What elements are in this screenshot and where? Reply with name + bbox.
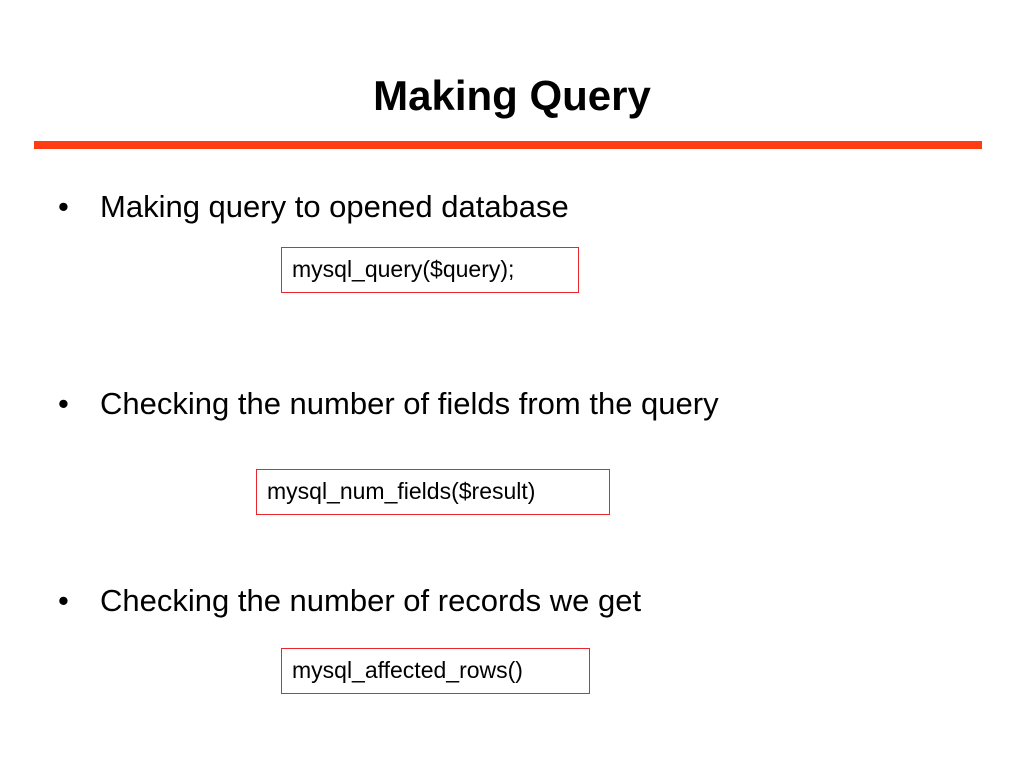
- bullet-text: Checking the number of records we get: [100, 583, 642, 618]
- bullet-item: • Checking the number of fields from the …: [58, 386, 719, 422]
- bullet-icon: •: [58, 386, 69, 421]
- bullet-item: • Checking the number of records we get: [58, 583, 641, 619]
- bullet-item: • Making query to opened database: [58, 189, 569, 225]
- code-box: mysql_affected_rows(): [281, 648, 590, 694]
- bullet-icon: •: [58, 583, 69, 618]
- bullet-text: Checking the number of fields from the q…: [100, 386, 719, 421]
- slide-title: Making Query: [373, 72, 651, 119]
- code-box: mysql_num_fields($result): [256, 469, 610, 515]
- bullet-text: Making query to opened database: [100, 189, 569, 224]
- code-box: mysql_query($query);: [281, 247, 579, 293]
- title-divider: [34, 141, 982, 149]
- bullet-icon: •: [58, 189, 69, 224]
